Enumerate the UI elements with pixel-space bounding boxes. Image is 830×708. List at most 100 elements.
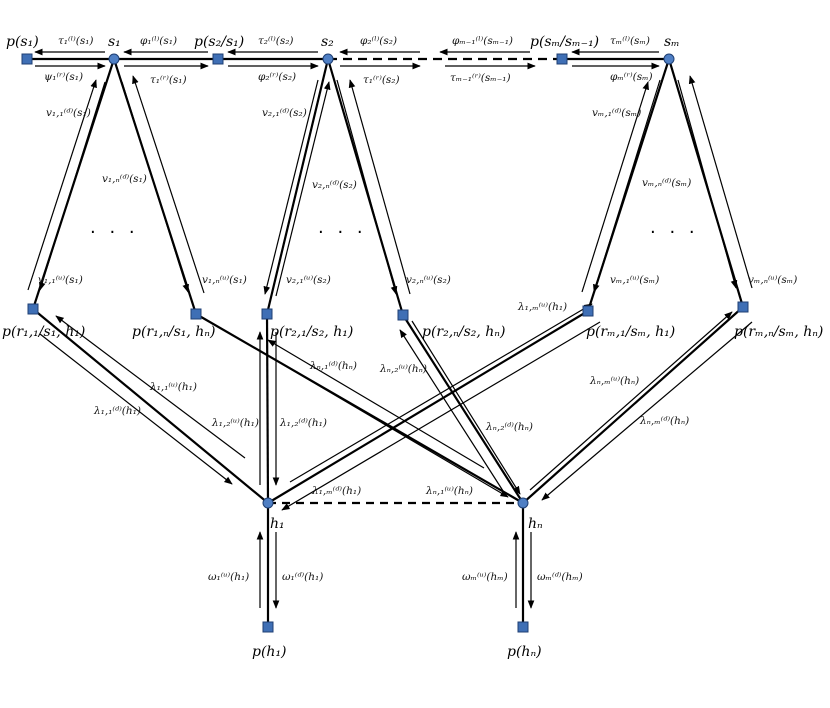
msg-lamn1-d-hn-top: λₙ,₁⁽ᵈ⁾(hₙ) [309,360,357,372]
msg-tau1-r-s2: τ₁⁽ʳ⁾(s₂) [363,74,400,86]
arrow-lamn1u [281,363,509,498]
node-label-ps1: p(s₁) [6,34,39,50]
msg-lam12-d-h1: λ₁,₂⁽ᵈ⁾(h₁) [279,417,327,429]
msg-taum-l-sm: τₘ⁽ˡ⁾(sₘ) [610,35,650,47]
graph-edges [27,57,745,627]
variable-node-h1 [262,497,274,509]
factor-node-prm1 [582,305,594,317]
msg-lamn1-u-hn: λₙ,₁⁽ᵘ⁾(hₙ) [425,485,473,497]
msg-lam11-u-h1: λ₁,₁⁽ᵘ⁾(h₁) [149,381,197,393]
edge-r1n-hn [195,313,524,504]
arrow-lamn2d [399,329,506,495]
msg-phim-r-sm: φₘ⁽ʳ⁾(sₘ) [610,71,653,83]
node-label-pr1n: p(r₁,ₙ/s₁, hₙ) [132,324,215,340]
factor-node-prmn [737,301,749,313]
msg-vmn-d-sm: vₘ,ₙ⁽ᵈ⁾(sₘ) [642,177,691,189]
msg-omega1-d-h1: ω₁⁽ᵈ⁾(h₁) [282,571,323,583]
edge-sm-rmn [667,58,745,308]
msg-omega1-u-h1: ω₁⁽ᵘ⁾(h₁) [208,571,249,583]
arrow-vmnd [677,79,738,289]
msg-phi1-l-s1: φ₁⁽ˡ⁾(s₁) [140,35,177,47]
msg-lamn2-d-hn: λₙ,₂⁽ᵈ⁾(hₙ) [485,421,533,433]
msg-lam11-d-h1: λ₁,₁⁽ᵈ⁾(h₁) [93,405,141,417]
arrow-lamnmd [541,321,753,501]
msg-phim1-l: φₘ₋₁⁽ˡ⁾(sₘ₋₁) [452,35,513,47]
edge-rm1-h1 [267,310,589,504]
arrow-lam11d [39,333,233,485]
node-label-psmsm1: p(sₘ/sₘ₋₁) [530,34,599,50]
variable-node-s2 [322,53,334,65]
msg-phi2-r-s2: φ₂⁽ʳ⁾(s₂) [258,71,296,83]
factor-node-phn [517,621,529,633]
msg-lamnm-u-hn: λₙ,ₘ⁽ᵘ⁾(hₙ) [589,375,639,387]
msg-v21-d-s2: v₂,₁⁽ᵈ⁾(s₂) [262,107,307,119]
variable-node-hn [517,497,529,509]
arrow-lam11u [55,315,246,459]
msg-tau1-r-s1: τ₁⁽ʳ⁾(s₁) [150,74,187,86]
arrow-lamn2u [411,320,521,495]
ellipsis-sm: · · · [650,222,699,243]
node-label-sm: sₘ [664,34,680,50]
node-label-prm1: p(rₘ,₁/sₘ, h₁) [586,324,675,340]
ellipsis-markers: · · · · · · · · · [90,222,699,243]
variable-node-sm [663,53,675,65]
msg-tau2-l-s2: τ₂⁽ˡ⁾(s₂) [258,35,294,47]
arrow-vm1u [581,81,649,293]
ellipsis-s2: · · · [318,222,367,243]
node-label-pr21: p(r₂,₁/s₂, h₁) [270,324,353,340]
msg-v1n-d-s1: v₁,ₙ⁽ᵈ⁾(s₁) [102,173,147,185]
msg-lam12-u-h1: λ₁,₂⁽ᵘ⁾(h₁) [211,417,259,429]
factor-node-pr11 [27,303,39,315]
msg-omegam-u-hm: ωₘ⁽ᵘ⁾(hₘ) [462,571,508,583]
node-label-ps2s1: p(s₂/s₁) [194,34,244,50]
msg-lamnm-d-hn: λₙ,ₘ⁽ᵈ⁾(hₙ) [639,415,689,427]
factor-node-pr1n [190,308,202,320]
msg-lam1m-d-h1: λ₁,ₘ⁽ᵈ⁾(h₁) [311,485,361,497]
msg-taum1-r: τₘ₋₁⁽ʳ⁾(sₘ₋₁) [450,72,511,84]
node-label-s1: s₁ [108,34,121,50]
variable-node-s1 [108,53,120,65]
factor-node-pr21 [261,308,273,320]
ellipsis-s1: · · · [90,222,139,243]
factor-node-pr2n [397,309,409,321]
arrow-v2nd [336,79,398,295]
msg-lam1m-u-h1: λ₁,ₘ⁽ᵘ⁾(h₁) [517,301,567,313]
msg-psi1-r-s1: ψ₁⁽ʳ⁾(s₁) [44,71,83,83]
factor-node-ps2s1 [212,53,224,65]
arrow-v11d [39,81,106,291]
factor-node-ph1 [262,621,274,633]
node-label-hn: hₙ [528,516,543,532]
arrow-v21u [275,81,331,297]
edge-s2-r21 [265,58,330,315]
node-label-prmn: p(rₘ,ₙ/sₘ, hₙ) [734,324,823,340]
msg-vmn-u-sm: vₘ,ₙ⁽ᵘ⁾(sₘ) [748,274,797,286]
arrow-lamn1d [267,339,485,469]
message-arrows [27,48,753,609]
arrow-v1nu [132,75,205,294]
msg-omegam-d-hm: ωₘ⁽ᵈ⁾(hₘ) [537,571,583,583]
msg-v1n-u-s1: v₁,ₙ⁽ᵘ⁾(s₁) [202,274,247,286]
msg-v21-u-s2: v₂,₁⁽ᵘ⁾(s₂) [286,274,331,286]
msg-vm1-u-sm: vₘ,₁⁽ᵘ⁾(sₘ) [610,274,659,286]
edge-rmn-hn [522,306,744,504]
msg-tau1-l-s1: τ₁⁽ˡ⁾(s₁) [58,35,94,47]
factor-node-psmsm1 [556,53,568,65]
arrow-v2nu [348,79,411,295]
arrow-v21d [263,79,319,295]
node-label-ph1: p(h₁) [252,644,287,660]
factor-node-ps1 [21,53,33,65]
node-label-h1: h₁ [270,516,285,532]
graph-nodes [21,53,749,633]
msg-v2n-d-s2: v₂,ₙ⁽ᵈ⁾(s₂) [312,179,357,191]
arrow-lamnmu [529,311,733,491]
node-label-pr11: p(r₁,₁/s₁, h₁) [2,324,85,340]
node-label-phn: p(hₙ) [507,644,542,660]
msg-lamn2-u-hn: λₙ,₂⁽ᵘ⁾(hₙ) [379,363,427,375]
node-label-pr2n: p(r₂,ₙ/s₂, hₙ) [422,324,505,340]
arrow-lam1md [281,321,601,511]
arrow-v1nd [121,81,189,293]
edge-r21-h1 [265,313,270,504]
node-labels: p(s₁) s₁ p(s₂/s₁) s₂ p(sₘ/sₘ₋₁) sₘ p(r₁,… [2,34,823,660]
message-labels: τ₁⁽ˡ⁾(s₁) ψ₁⁽ʳ⁾(s₁) φ₁⁽ˡ⁾(s₁) τ₁⁽ʳ⁾(s₁) … [38,35,797,583]
